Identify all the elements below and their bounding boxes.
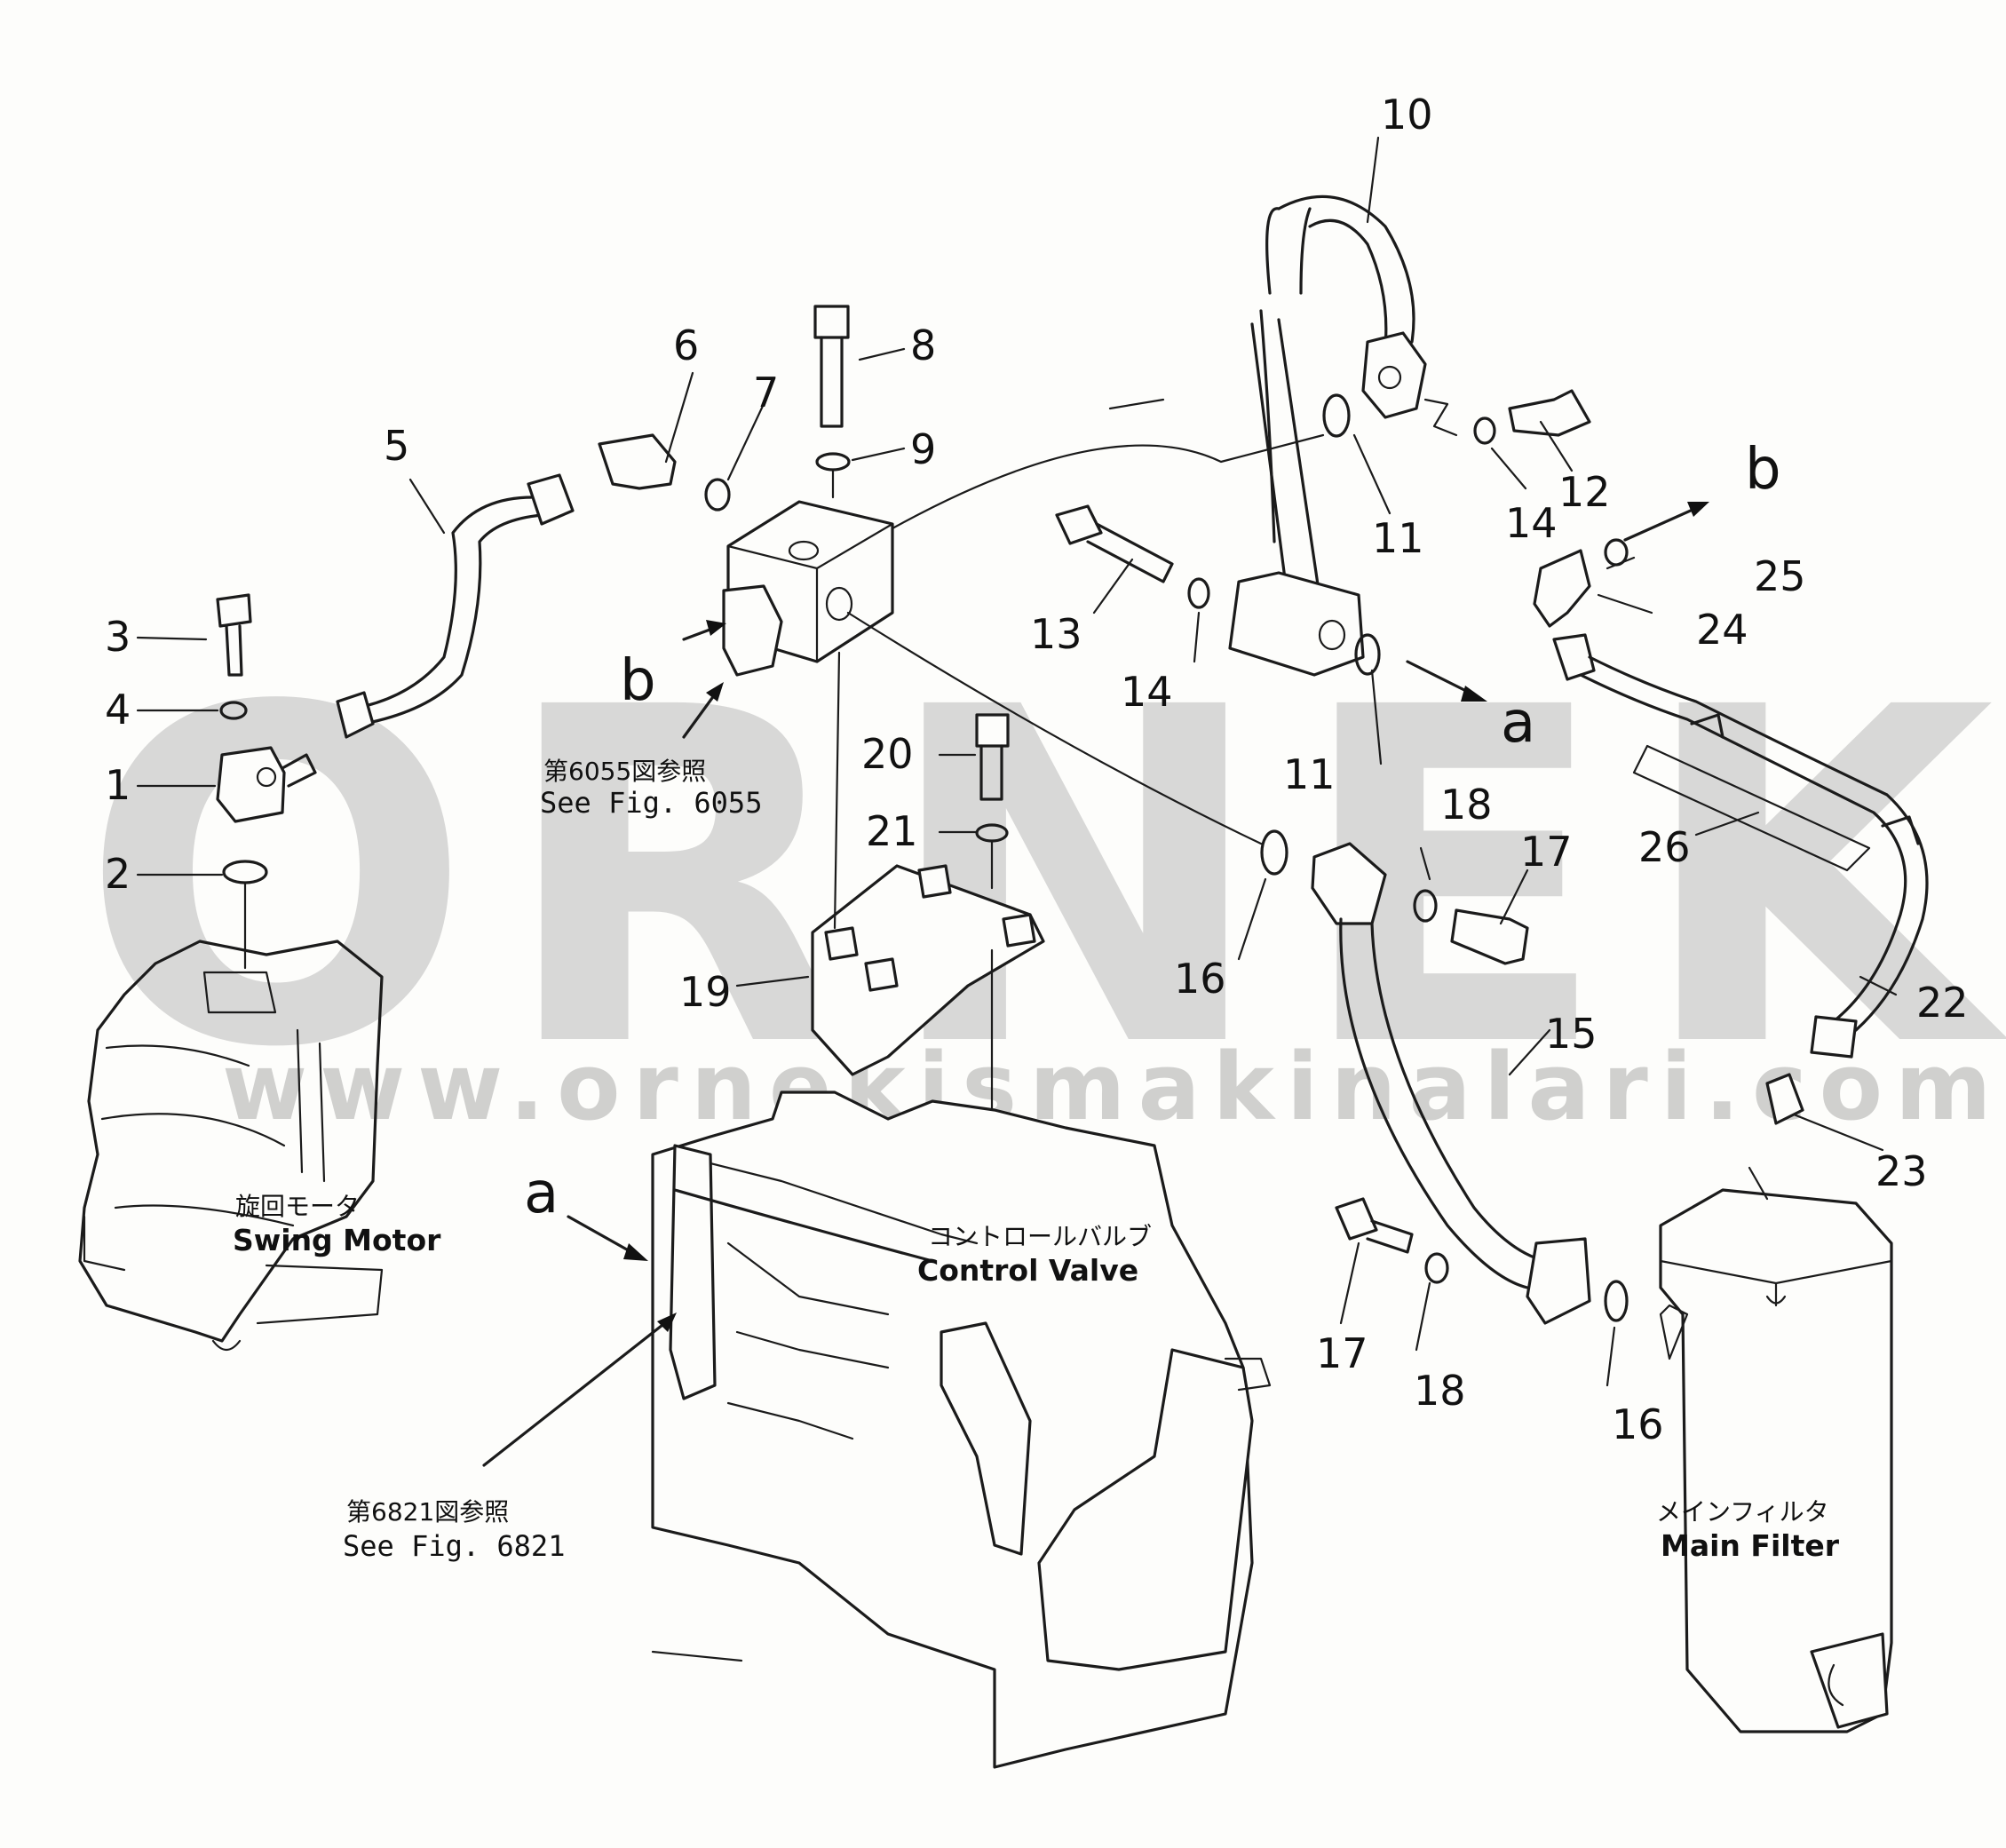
part-number-22: 22 [1916,979,1969,1027]
control-valve-en: Control Valve [917,1253,1138,1288]
part-number-9: 9 [910,425,936,473]
swing-motor-en: Swing Motor [233,1223,441,1257]
part-number-19: 19 [679,968,732,1016]
part-number-4: 4 [105,686,131,734]
connection-letters: b b a a [524,437,1781,1226]
part-number-13: 13 [1030,610,1082,658]
swing-motor-drawing [78,940,384,1352]
part-number-21: 21 [866,807,918,855]
part-number-7: 7 [753,369,779,416]
connection-arrows [482,502,1709,1467]
part-number-6: 6 [673,321,699,369]
hose-5 [336,433,731,739]
ref-6821-jp: 第6821図参照 [346,1497,509,1527]
hose-22 [1533,538,1929,1125]
pipe-10 [1228,194,1591,677]
part-number-14a: 14 [1121,668,1173,716]
part-number-10: 10 [1381,91,1433,139]
component-labels: 第6055図参照 See Fig. 6055 第6821図参照 See Fig.… [233,757,1840,1563]
part-number-16b: 16 [1612,1400,1664,1448]
main-filter-en: Main Filter [1661,1528,1840,1563]
part-number-20: 20 [861,730,914,778]
part-numbers: 3 4 1 2 5 6 7 8 9 10 11 11 12 13 14 14 1… [105,91,1969,1448]
mark-b-left: b [620,648,656,714]
bracket-19 [811,651,1045,1147]
part-number-17b: 17 [1316,1329,1368,1377]
part-number-12: 12 [1558,468,1611,516]
part-number-1: 1 [105,761,131,809]
swing-motor-jp: 旋回モータ [235,1192,360,1221]
part-number-15: 15 [1545,1010,1598,1058]
ref-6055-en: See Fig. 6055 [540,786,762,820]
part-number-26: 26 [1638,823,1691,871]
watermark-url: www.ornekismakinalari.com.tr [222,1033,2006,1141]
mark-a-right: a [1501,690,1535,756]
mark-b-right: b [1745,437,1781,503]
watermark: ORNEK www.ornekismakinalari.com.tr [80,610,2006,1148]
ref-6821-en: See Fig. 6821 [343,1529,565,1563]
part-number-16a: 16 [1174,955,1226,1003]
control-valve-drawing [651,1091,1272,1769]
part-number-24: 24 [1696,606,1748,654]
part-number-18a: 18 [1440,781,1493,829]
part-number-14b: 14 [1505,499,1558,547]
part-number-18b: 18 [1414,1367,1466,1415]
part-number-5: 5 [384,422,409,470]
part-number-2: 2 [105,850,131,898]
leader-lines [136,136,1898,1662]
part-number-11a: 11 [1372,514,1424,562]
part-number-25: 25 [1754,552,1806,600]
ref-6055-jp: 第6055図参照 [543,757,706,786]
swing-motor-fittings [216,593,317,970]
part-number-8: 8 [910,321,936,369]
part-number-23: 23 [1875,1147,1928,1195]
pipe-15 [1260,829,1629,1325]
part-number-3: 3 [105,613,131,661]
main-filter-jp: メインフィルタ [1656,1497,1829,1527]
watermark-brand: ORNEK [80,610,2006,1148]
part-number-17a: 17 [1520,828,1573,876]
bolt-13 [1055,504,1210,609]
main-filter-drawing [1659,1188,1893,1733]
control-valve-jp: コントロールバルブ [928,1222,1152,1251]
part-number-11b: 11 [1283,750,1336,798]
mark-a-left: a [524,1161,559,1226]
valve-block [722,305,894,677]
